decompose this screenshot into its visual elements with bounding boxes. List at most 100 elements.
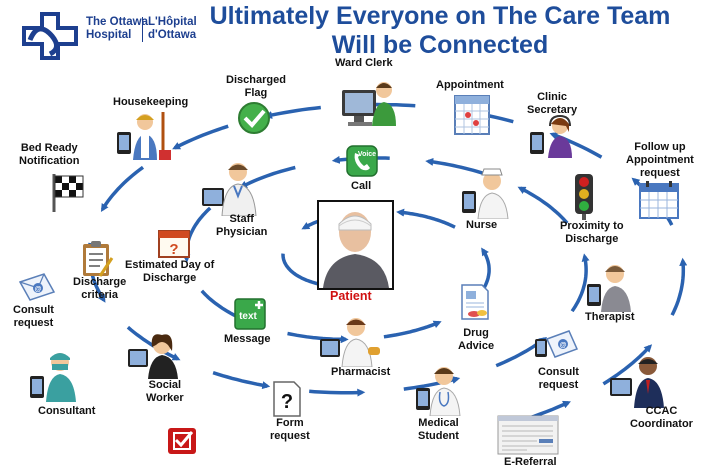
label-estimated-day-line2: Discharge (143, 272, 197, 284)
label-follow-up-appointment-request: Follow up Appointment request (626, 141, 694, 180)
label-nurse: Nurse (466, 219, 498, 231)
drug-advice-document-icon (461, 284, 489, 320)
label-follow-up-line3: request (640, 167, 680, 179)
label-consult-request-left: Consult request (13, 304, 54, 330)
spiral-arrow-segment (517, 186, 569, 225)
label-drug-advice-line1: Drug (463, 327, 489, 339)
label-medical-student: Medical Student (418, 417, 459, 443)
page-title-line1: Ultimately Everyone on The Care Team (209, 2, 671, 30)
label-discharged-flag: Discharged Flag (226, 74, 286, 100)
logo-divider (142, 17, 143, 42)
ccac-coordinator-icon (610, 357, 664, 408)
label-consultant: Consultant (38, 405, 96, 417)
voice-call-icon: Voice (346, 145, 378, 177)
consult-request-email-icon-right: @ (535, 330, 579, 358)
label-staff-physician-line1: Staff (229, 213, 254, 225)
label-discharge-criteria-line2: criteria (81, 289, 118, 301)
label-consult-request-right: Consult request (538, 366, 579, 392)
logo-fr-line2: d'Ottawa (148, 29, 197, 41)
spiral-arrow-segment (425, 157, 486, 176)
patient-portrait (317, 200, 394, 290)
spiral-arrow-segment (670, 257, 688, 316)
staff-physician-icon (202, 163, 257, 216)
clinic-secretary-icon (530, 114, 572, 158)
ward-clerk-computer-icon (342, 82, 396, 126)
page-title-line2: Will be Connected (331, 31, 549, 59)
discharge-criteria-clipboard-icon (83, 241, 114, 277)
label-medical-student-line2: Student (418, 430, 459, 442)
label-follow-up-line2: Appointment (626, 154, 694, 166)
label-discharge-criteria: Discharge criteria (73, 276, 126, 302)
label-call: Call (351, 180, 372, 192)
label-form-request: Form request (270, 417, 310, 443)
logo-en-line1: The Ottawa (86, 16, 148, 28)
label-social-worker: Social Worker (146, 379, 184, 405)
medical-student-icon (416, 367, 461, 416)
social-worker-icon (128, 334, 178, 379)
label-proximity-line2: Discharge (565, 233, 619, 245)
label-consult-request-left-line1: Consult (13, 304, 54, 316)
spiral-arrow-segment (172, 124, 229, 150)
spiral-arrow-segment (126, 325, 181, 361)
label-social-worker-line1: Social (148, 379, 182, 391)
label-discharged-flag-line1: Discharged (226, 74, 286, 86)
spiral-arrow-segment (396, 208, 456, 229)
spiral-arrow-segment (264, 105, 321, 119)
label-form-request-line1: Form (276, 417, 304, 429)
form-request-icon: ? (273, 381, 301, 417)
label-medical-student-line1: Medical (418, 417, 459, 429)
label-form-request-line2: request (270, 430, 310, 442)
svg-text:@: @ (35, 286, 42, 293)
label-bed-ready-line1: Bed Ready (20, 142, 78, 154)
label-patient: Patient (330, 289, 372, 303)
label-ccac-line2: Coordinator (630, 418, 693, 430)
consult-request-email-icon-left: @ (18, 273, 56, 301)
label-pharmacist: Pharmacist (331, 366, 391, 378)
e-referral-form-icon (497, 415, 559, 455)
label-consult-request-left-line2: request (13, 317, 54, 329)
spiral-arrow-segment (100, 165, 145, 212)
label-staff-physician-line2: Physician (216, 226, 268, 238)
svg-text:@: @ (560, 342, 567, 349)
text-badge-text: text (239, 311, 257, 322)
label-staff-physician: Staff Physician (216, 213, 267, 239)
appointment-calendar-icon (454, 95, 490, 135)
label-bed-ready-notification: Bed Ready Notification (19, 142, 80, 168)
label-clinic-secretary: Clinic Secretary (527, 91, 577, 117)
spiral-arrow-segment (309, 388, 366, 397)
label-estimated-day-line1: Estimated Day of (125, 259, 215, 271)
label-discharged-flag-line2: Flag (244, 87, 268, 99)
label-ccac-coordinator: CCAC Coordinator (630, 405, 693, 431)
text-message-icon: text (234, 298, 266, 330)
spiral-arrow-segment (383, 320, 442, 339)
label-appointment: Appointment (436, 79, 504, 91)
form-badge-text: ? (281, 391, 293, 413)
label-consult-request-right-line1: Consult (538, 366, 579, 378)
label-ward-clerk: Ward Clerk (335, 57, 393, 69)
svg-text:?: ? (169, 241, 178, 258)
voice-badge-text: Voice (358, 151, 376, 158)
therapist-icon (587, 265, 631, 312)
pharmacist-icon (320, 318, 380, 367)
spiral-arrow-segment (570, 253, 590, 313)
discharged-flag-check-icon (238, 102, 270, 134)
spiral-arrow-segment (238, 165, 296, 189)
label-follow-up-line1: Follow up (634, 141, 686, 153)
label-proximity-to-discharge: Proximity to Discharge (560, 220, 624, 246)
label-drug-advice: Drug Advice (458, 327, 494, 353)
hospital-cross-logo-icon (22, 12, 78, 60)
spiral-arrow-segment (212, 371, 271, 390)
traffic-light-icon (575, 174, 593, 220)
label-estimated-day-of-discharge: Estimated Day of Discharge (125, 259, 214, 285)
label-e-referral: E-Referral (504, 456, 557, 468)
patient-icon (319, 202, 392, 288)
label-bed-ready-line2: Notification (19, 155, 80, 167)
estimated-day-calendar-icon: ? (158, 230, 190, 258)
logo-fr-line1: L'Hôpital (148, 16, 197, 28)
red-checkbox-app-icon (168, 428, 196, 454)
logo-en-line2: Hospital (86, 29, 132, 41)
follow-up-calendar-icon (639, 181, 679, 219)
label-housekeeping: Housekeeping (113, 96, 189, 108)
label-social-worker-line2: Worker (146, 392, 184, 404)
